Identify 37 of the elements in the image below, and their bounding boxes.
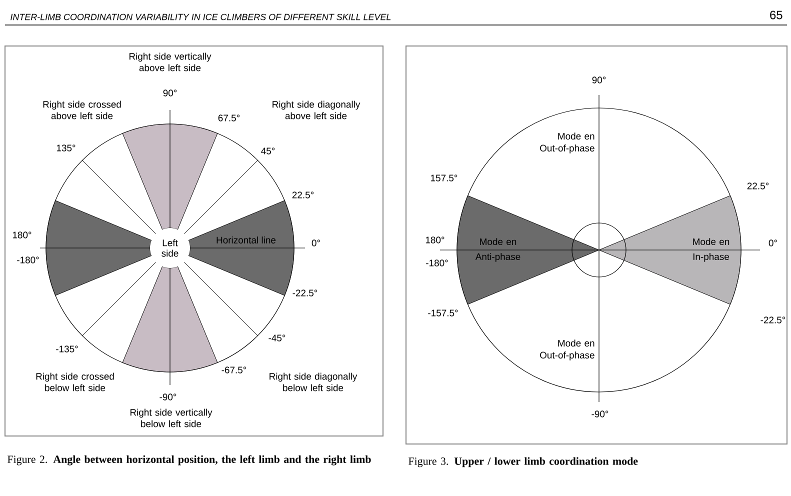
angle-label: 90°	[592, 76, 606, 84]
figure-caption: Figure 3. Upper / lower limb coordination mode	[408, 457, 638, 468]
angle-label: -22.5°	[292, 290, 318, 296]
angle-label: 90°	[163, 90, 177, 96]
angle-label: -135°	[56, 346, 78, 352]
region-label: Horizontal line	[216, 236, 276, 244]
region-label: Mode en Anti-phase	[475, 238, 520, 262]
angle-label: 180°	[426, 236, 444, 244]
region-label: Mode en Out-of-phase	[540, 132, 594, 154]
angle-label: -90°	[592, 410, 608, 418]
position-label: Right side vertically above left side	[130, 52, 212, 72]
angle-label: 180°	[12, 232, 32, 238]
angle-label: -90°	[160, 394, 176, 400]
position-label: Right side crossed below left side	[36, 372, 114, 392]
region-label: Mode en Out-of-phase	[540, 340, 594, 360]
angle-label: -180°	[426, 260, 448, 266]
position-label: Right side diagonally below left side	[270, 372, 358, 392]
position-label: Right side diagonally above left side	[272, 100, 360, 120]
figure-caption: Figure 2. Angle between horizontal position, the left limb and the right limb	[8, 455, 371, 466]
angle-label: -45°	[268, 334, 286, 342]
angle-label: 0°	[768, 240, 777, 246]
region-label: Mode en In-phase	[693, 238, 730, 262]
angle-label: 45°	[261, 148, 275, 154]
position-label: Right side crossed above left side	[43, 100, 121, 120]
angle-label: 22.5°	[292, 192, 314, 198]
page-number: 65	[770, 10, 782, 20]
running-header: INTER-LIMB COORDINATION VARIABILITY IN ICE CLIMBERS OF DIFFERENT SKILL LEVEL	[10, 14, 391, 20]
angle-label: 67.5°	[218, 114, 240, 122]
angle-label: 0°	[312, 240, 320, 246]
angle-label: -22.5°	[760, 316, 786, 324]
position-label: Right side vertically below left side	[130, 408, 212, 428]
angle-label: -157.5°	[428, 310, 458, 316]
angle-label: 135°	[56, 144, 76, 152]
angle-label: 22.5°	[747, 182, 769, 190]
angle-label: -67.5°	[222, 366, 246, 374]
angle-label: 157.5°	[431, 174, 458, 182]
angle-label: -180°	[17, 256, 39, 264]
